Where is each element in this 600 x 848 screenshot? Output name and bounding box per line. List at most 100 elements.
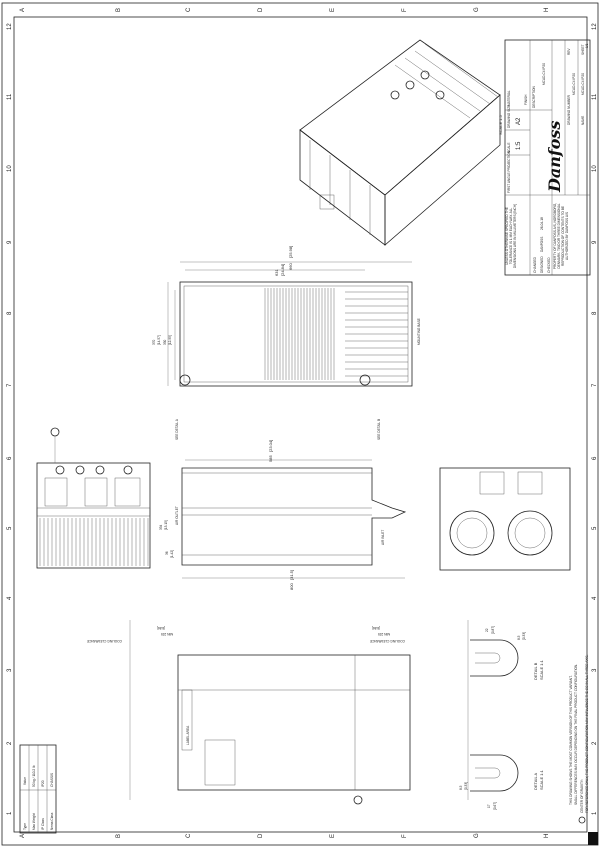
spec-header-type: Type xyxy=(23,823,27,830)
fan-right xyxy=(507,510,553,556)
zone-number: 8 xyxy=(592,311,598,315)
drawing-number-label: DRAWING NUMBER xyxy=(567,94,571,125)
air-outlet-label: AIR OUTLET xyxy=(175,506,179,525)
zone-number: 10 xyxy=(592,165,598,172)
designed-by: DANFOSS xyxy=(540,237,544,252)
cooling-clearance-left: COOLING CLEARANCE xyxy=(87,639,122,643)
see-detail-a-label: SEE DETAIL A xyxy=(175,418,179,440)
dim-585: 585 xyxy=(268,455,273,462)
cooling-clearance-right: COOLING CLEARANCE xyxy=(370,639,405,643)
min-225-right: MIN 225 xyxy=(378,632,390,636)
dim-660-in: [25.98] xyxy=(288,246,293,258)
spec-row-type: Max Weight xyxy=(32,813,36,830)
zone-letter: D xyxy=(258,833,264,838)
zone-number: 11 xyxy=(592,93,598,100)
dim-800-in: [31.5] xyxy=(289,570,294,580)
zone-letter: E xyxy=(330,8,336,12)
cog-line-2: FOR REFERENCE ONLY, THE PRODUCT CONFIGUR… xyxy=(585,654,589,813)
min-225-left: MIN 225 xyxy=(161,632,173,636)
zone-number: 5 xyxy=(592,526,598,530)
mounting-base-label: MOUNTING BASE xyxy=(417,318,421,345)
dim-36-in: [1.42] xyxy=(170,550,174,558)
projection-label: FIRST ANGLE PROJECTION xyxy=(507,150,511,193)
detail-a: 8.5 [0.33] 17 [0.67] DETAIL A SCALE 1:1 xyxy=(459,754,544,810)
zone-number: 1 xyxy=(7,811,13,815)
zone-letter: B xyxy=(116,834,122,838)
dim-330-in: [12.99] xyxy=(168,335,172,345)
finish-label: FINISH xyxy=(524,94,528,105)
dim-370: 370 xyxy=(152,339,156,345)
bottom-view: LABEL AREA COOLING CLEARANCE MIN 225 [8.… xyxy=(87,620,469,805)
property-note: PROPERTY OF DANFOSS A/S, NORDBORG, DENMA… xyxy=(553,202,569,270)
dim-334: 334 xyxy=(159,524,163,530)
zone-number: 8 xyxy=(7,311,13,315)
spec-row-type: IP Class xyxy=(41,818,45,830)
dim-17: 17 xyxy=(487,804,491,808)
zone-letter: C xyxy=(186,7,192,12)
zone-number: 3 xyxy=(592,668,598,672)
zone-letter: A xyxy=(20,8,26,12)
zone-number: 5 xyxy=(7,526,13,530)
top-view: SEE DETAIL A SEE DETAIL B MOUNTING BASE … xyxy=(152,246,421,440)
zone-number: 4 xyxy=(7,596,13,600)
detail-b: 22 [0.87] 8.5 [0.33] DETAIL B SCALE 1:1 xyxy=(470,626,544,680)
right-end-view xyxy=(439,467,571,571)
zone-letter: E xyxy=(330,834,336,838)
zone-letter: G xyxy=(474,833,480,838)
zone-letter: D xyxy=(258,7,264,12)
fan-left xyxy=(449,510,495,556)
spec-row-value: IP20 xyxy=(41,780,45,787)
danfoss-logo: Danfoss xyxy=(545,121,564,193)
zone-number: 12 xyxy=(592,23,598,30)
zone-letter: F xyxy=(402,834,408,838)
spec-row-value: 50 kg / 110.2 lb xyxy=(32,765,36,787)
name-label: NAME xyxy=(581,116,585,125)
sheet-label: SHEET xyxy=(581,44,585,55)
note-line-1: THIS DRAWING SHOWS THE MOST COMMON VERSI… xyxy=(569,675,573,805)
dim-334-in: [13.15] xyxy=(164,520,168,530)
dim-585-in: [23.04] xyxy=(268,440,273,452)
drawing-size: A2 xyxy=(516,117,522,125)
zone-number: 2 xyxy=(592,741,598,745)
view-scale: SCALE 1:5 xyxy=(498,114,503,135)
checked-label: CHECKED xyxy=(547,257,551,273)
dim-370-in: [14.57] xyxy=(157,335,161,345)
scale-value: 1:5 xyxy=(516,141,522,150)
changed-label: CHANGED xyxy=(533,256,537,273)
dim-8-5-b: 8.5 xyxy=(517,635,521,640)
zone-number: 9 xyxy=(592,240,598,244)
material-label: MATERIAL xyxy=(507,90,511,106)
dim-8-5-a: 8.5 xyxy=(459,785,463,790)
zone-letter: C xyxy=(186,833,192,838)
zone-letter: B xyxy=(116,8,122,12)
date: 26-04-18 xyxy=(540,217,544,230)
zone-number: 4 xyxy=(592,596,598,600)
zone-number: 7 xyxy=(7,383,13,387)
dim-22: 22 xyxy=(485,628,489,632)
spec-header-value: Value xyxy=(23,777,27,785)
zone-letter: H xyxy=(544,834,550,838)
isometric-view xyxy=(299,39,501,246)
detail-b-title: DETAIL B xyxy=(533,662,538,680)
zone-number: 6 xyxy=(7,456,13,460)
label-area: LABEL AREA xyxy=(186,725,190,745)
min-225-in-left: [8.86] xyxy=(157,626,165,630)
left-end-view xyxy=(36,427,151,569)
sheet: 1/1 xyxy=(585,43,589,48)
zone-number: 1 xyxy=(592,811,598,815)
spec-row-value: CHASSIS xyxy=(50,773,54,787)
detail-a-scale: SCALE 1:1 xyxy=(539,769,544,790)
zone-letter: G xyxy=(474,7,480,12)
zone-number: 2 xyxy=(7,741,13,745)
dim-8-5-in-b: [0.33] xyxy=(522,632,526,640)
drawing-size-label: DRAWING SIZE xyxy=(507,105,511,128)
min-225-in-right: [8.86] xyxy=(372,626,380,630)
detail-a-title: DETAIL A xyxy=(533,773,538,790)
rev-label: REV xyxy=(567,48,571,55)
zone-letter: H xyxy=(544,8,550,12)
zone-number: 9 xyxy=(7,240,13,244)
zone-letter: F xyxy=(402,8,408,12)
